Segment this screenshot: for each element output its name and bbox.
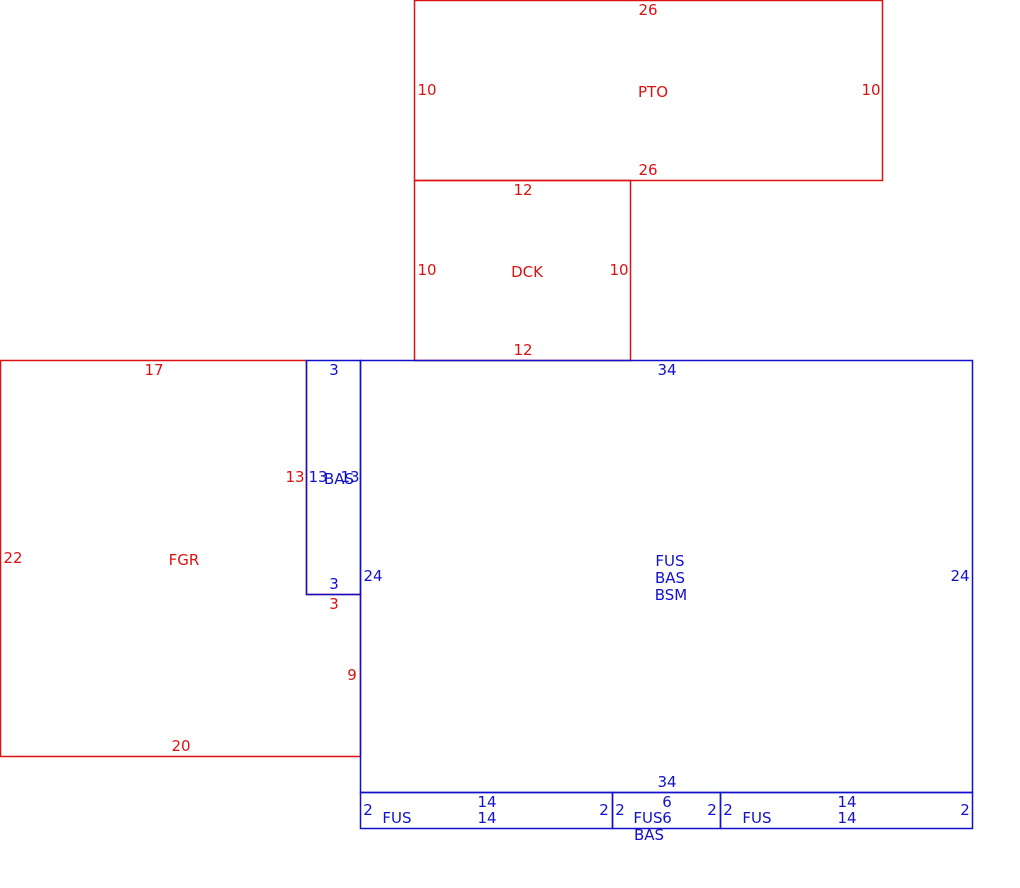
fgr-dim-top: 17: [144, 361, 163, 379]
fgr-dim-left: 22: [3, 549, 22, 567]
pto-dim-top: 26: [638, 1, 657, 19]
main-area: FUS BAS BSM 34 24 24 34: [359, 359, 974, 794]
main-label-bas: BAS: [655, 569, 685, 587]
bay1-label: FUS: [382, 809, 411, 827]
fgr-dim-right: 9: [347, 666, 357, 684]
bay3-dim-top: 14: [837, 793, 856, 811]
bay3-dim-right: 2: [960, 801, 970, 819]
bay2-dim-left: 2: [615, 801, 625, 819]
main-label-fus: FUS: [655, 552, 684, 570]
bay3-outline: [719, 791, 974, 830]
dck-label: DCK: [511, 263, 544, 281]
bay3-label: FUS: [742, 809, 771, 827]
dck-dim-right: 10: [609, 261, 628, 279]
bay1-dim-right: 2: [599, 801, 609, 819]
bay2-label-fus: FUS: [633, 809, 662, 827]
dck-dim-left: 10: [417, 261, 436, 279]
bay3-area: FUS 2 14 14 2: [719, 791, 974, 830]
bay1-area: FUS 2 14 14 2: [359, 791, 614, 830]
pto-area: PTO 26 26 10 10: [413, 0, 884, 182]
main-dim-left: 24: [363, 567, 382, 585]
bay2-dim-bottom: 6: [662, 809, 672, 827]
bay1-dim-top: 14: [477, 793, 496, 811]
bay1-dim-bottom: 14: [477, 809, 496, 827]
bas-strip-dim-bottom: 3: [329, 575, 339, 593]
dck-dim-bottom: 12: [513, 341, 532, 359]
dck-dim-top: 12: [513, 181, 532, 199]
pto-dim-left: 10: [417, 81, 436, 99]
main-dim-bottom: 34: [657, 773, 676, 791]
fgr-dim-inner: 13: [285, 468, 304, 486]
bay2-dim-right: 2: [707, 801, 717, 819]
pto-label: PTO: [638, 83, 668, 101]
bas-strip-dim-left: 13: [308, 468, 327, 486]
bay2-area: FUS BAS 2 6 6 2: [611, 791, 722, 844]
bay3-dim-left: 2: [723, 801, 733, 819]
main-dim-top: 34: [657, 361, 676, 379]
fgr-dim-bottom: 20: [171, 737, 190, 755]
bas-strip-label: BAS: [324, 470, 354, 488]
fgr-label: FGR: [169, 551, 200, 569]
pto-dim-right: 10: [861, 81, 880, 99]
bay2-dim-top: 6: [662, 793, 672, 811]
bas-strip-area: BAS 3 13 13 3: [305, 359, 362, 596]
bay2-label-bas: BAS: [634, 826, 664, 844]
fgr-dim-step: 3: [329, 595, 339, 613]
bas-strip-dim-top: 3: [329, 361, 339, 379]
pto-outline: [413, 0, 884, 182]
bay3-dim-bottom: 14: [837, 809, 856, 827]
dck-area: DCK 12 12 10 10: [413, 179, 632, 362]
main-label-bsm: BSM: [655, 586, 688, 604]
bas-strip-dim-right: 13: [340, 468, 359, 486]
pto-dim-bottom: 26: [638, 161, 657, 179]
main-dim-right: 24: [950, 567, 969, 585]
bay1-dim-left: 2: [363, 801, 373, 819]
